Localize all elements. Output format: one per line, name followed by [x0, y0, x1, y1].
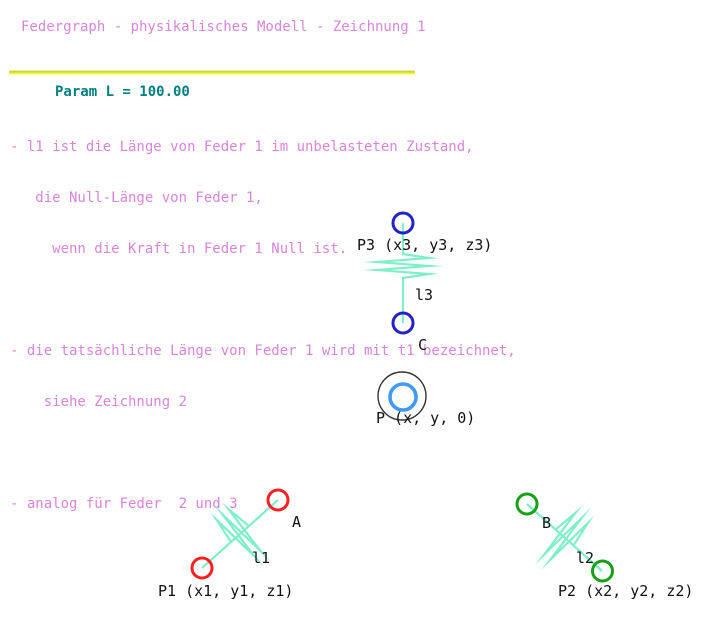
- point-p-outer-circle: [377, 371, 427, 421]
- param-value: Param L = 100.00: [55, 84, 190, 100]
- node-a[interactable]: [266, 488, 290, 512]
- note-line: wenn die Kraft in Feder 1 Null ist.: [10, 241, 348, 257]
- title-underline: [9, 70, 415, 75]
- node-p3[interactable]: [391, 211, 415, 235]
- label-b: B: [542, 514, 552, 532]
- label-p: P (x, y, 0): [376, 409, 476, 427]
- node-c[interactable]: [391, 311, 415, 335]
- note-line: - analog für Feder 2 und 3: [10, 496, 238, 512]
- node-b[interactable]: [515, 492, 539, 516]
- spring-l3: [375, 223, 431, 323]
- label-p3: P3 (x3, y3, z3): [357, 236, 493, 254]
- label-p1: P1 (x1, y1, z1): [158, 582, 294, 600]
- label-c: C: [418, 336, 428, 354]
- node-p2[interactable]: [591, 559, 614, 583]
- node-p1[interactable]: [190, 556, 214, 580]
- label-l1: l1: [252, 549, 271, 567]
- label-l3: l3: [415, 286, 434, 304]
- note-line: siehe Zeichnung 2: [10, 394, 188, 410]
- point-p-handle[interactable]: [388, 382, 418, 412]
- spring-l1: [201, 499, 279, 569]
- spring-l2: [526, 503, 603, 572]
- note-line: die Null-Länge von Feder 1,: [10, 190, 263, 206]
- note-line: - die tatsächliche Länge von Feder 1 wir…: [10, 343, 516, 359]
- label-l2: l2: [576, 549, 595, 567]
- page-title: Federgraph - physikalisches Modell - Zei…: [21, 19, 426, 35]
- label-a: A: [292, 513, 302, 531]
- label-p2: P2 (x2, y2, z2): [558, 582, 694, 600]
- notes-block: - l1 ist die Länge von Feder 1 im unbela…: [10, 106, 516, 530]
- note-line: - l1 ist die Länge von Feder 1 im unbela…: [10, 139, 474, 155]
